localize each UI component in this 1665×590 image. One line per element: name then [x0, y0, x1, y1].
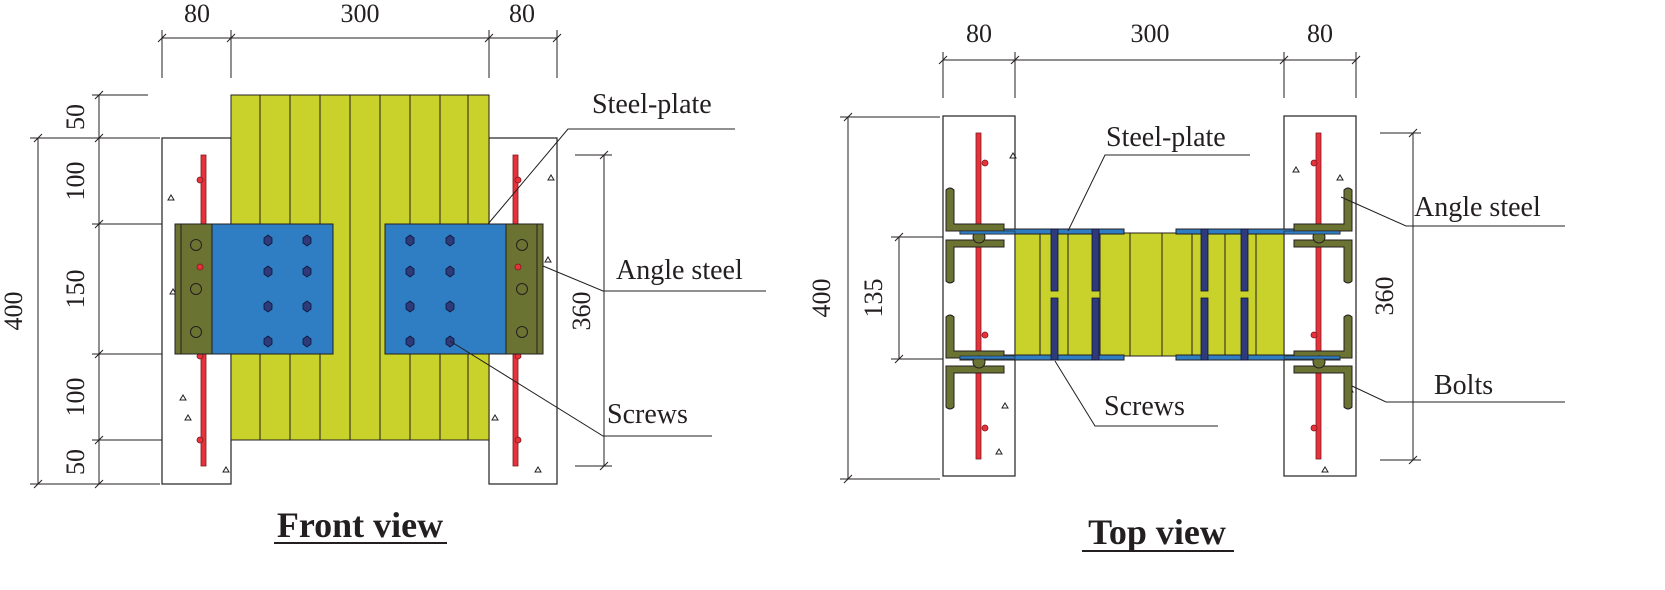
- front-left-steel-plate: [211, 223, 334, 355]
- front-right-dimension: 360: [567, 150, 612, 471]
- top-clt-panel: [1014, 232, 1285, 357]
- top-right-dimension: 360: [1370, 128, 1421, 465]
- front-dim-left-50-top: 50: [61, 104, 90, 130]
- top-dim-left-135: 135: [859, 279, 888, 318]
- top-rebars: [975, 132, 1322, 460]
- front-dim-left-100-bottom: 100: [61, 378, 90, 417]
- front-view: 80 300 80 400 50 100 150 100: [0, 0, 766, 545]
- top-label-angle-steel: Angle steel: [1414, 192, 1541, 223]
- front-right-steel-plate: [384, 223, 507, 355]
- top-view-title: Top view: [1088, 512, 1226, 552]
- front-dim-top-left: 80: [184, 0, 210, 28]
- top-dim-top-left: 80: [966, 19, 992, 48]
- top-label-steel-plate: Steel-plate: [1106, 122, 1226, 153]
- front-dim-left-total: 400: [0, 292, 28, 331]
- top-bolts: [959, 230, 1341, 360]
- front-callouts: Steel-plate Angle steel Screws: [449, 89, 766, 437]
- top-view: 80 300 80 400 135 360: [807, 19, 1565, 552]
- top-top-dimension: 80 300 80: [938, 19, 1361, 98]
- top-dim-top-right: 80: [1307, 19, 1333, 48]
- top-dim-top-middle: 300: [1131, 19, 1170, 48]
- top-label-bolts: Bolts: [1434, 370, 1493, 401]
- front-left-angle-steel: [174, 223, 213, 355]
- top-dim-left-total: 400: [807, 279, 836, 318]
- front-right-angle-steel: [505, 223, 544, 355]
- front-dim-right-360: 360: [567, 292, 596, 331]
- front-dim-top-middle: 300: [341, 0, 380, 28]
- front-dim-left-50-bottom: 50: [61, 449, 90, 475]
- front-aggregate-marks: [167, 174, 555, 473]
- front-label-angle-steel: Angle steel: [616, 255, 743, 286]
- top-dim-right-360: 360: [1370, 277, 1399, 316]
- top-left-dimension: 400 135: [807, 112, 960, 484]
- front-dim-left-150: 150: [61, 270, 90, 309]
- front-dim-top-right: 80: [509, 0, 535, 28]
- front-view-title: Front view: [277, 505, 443, 545]
- front-label-steel-plate: Steel-plate: [592, 89, 712, 120]
- front-top-dimension: 80 300 80: [157, 0, 562, 78]
- front-label-screws: Screws: [607, 399, 688, 430]
- front-left-dimension: 400 50 100 150 100 50: [0, 90, 174, 489]
- top-callouts: Steel-plate Angle steel Screws Bolts: [1054, 122, 1565, 427]
- top-right-angle-steels: [1293, 187, 1353, 410]
- front-dim-left-100-top: 100: [61, 162, 90, 201]
- top-label-screws: Screws: [1104, 391, 1185, 422]
- top-screws: [1050, 228, 1249, 361]
